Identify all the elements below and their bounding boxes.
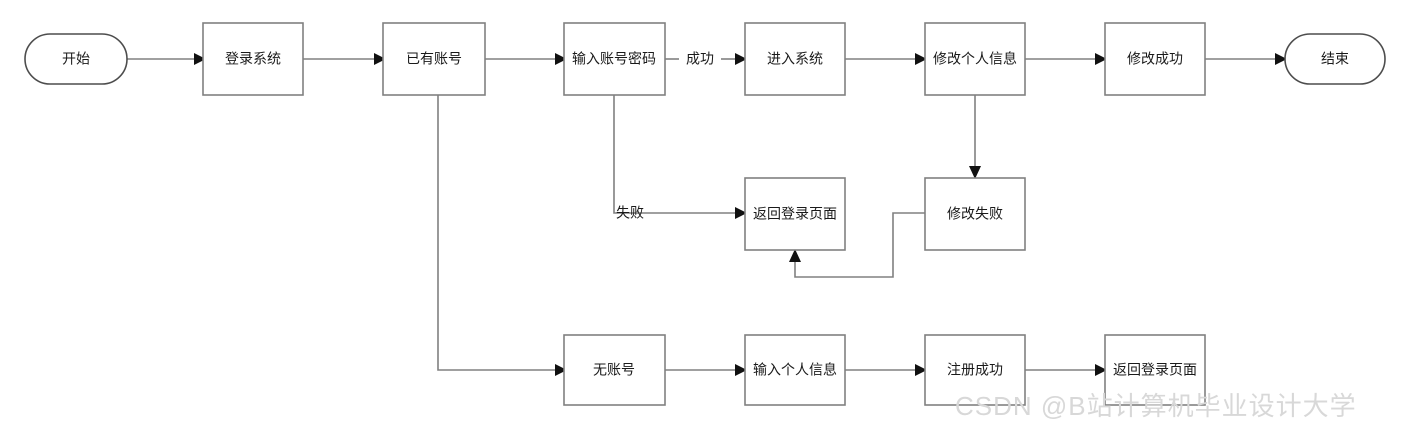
edge-has-account-to-input-password <box>485 53 567 65</box>
node-layer: 开始 登录系统 已有账号 输入账号密码 进入系统 <box>24 22 1386 406</box>
edge-label-layer: 成功 失败 <box>616 51 714 221</box>
node-register-success-label: 注册成功 <box>947 362 1003 378</box>
node-edit-info-label: 修改个人信息 <box>933 51 1017 67</box>
edge-input-password-to-enter-system <box>665 53 747 65</box>
edge-input-password-to-back-login <box>613 95 747 219</box>
node-end-label: 结束 <box>1321 51 1349 67</box>
node-edit-success[interactable]: 修改成功 <box>1104 22 1206 96</box>
node-back-login-page-2-label: 返回登录页面 <box>1113 362 1197 378</box>
node-has-account-label: 已有账号 <box>406 51 462 67</box>
node-back-login-page-2[interactable]: 返回登录页面 <box>1104 334 1206 406</box>
node-back-login-page-1-shape[interactable] <box>744 177 846 251</box>
node-edit-fail-label: 修改失败 <box>947 206 1003 222</box>
node-input-password[interactable]: 输入账号密码 <box>563 22 666 96</box>
edge-label-success: 成功 <box>686 51 714 67</box>
edge-label-failure: 失败 <box>616 205 644 221</box>
edge-edit-info-to-edit-success <box>1025 53 1107 65</box>
edge-has-account-to-no-account <box>437 95 567 376</box>
edge-no-account-to-input-info <box>665 364 747 376</box>
node-start-shape[interactable] <box>24 33 128 85</box>
node-edit-fail-shape[interactable] <box>924 177 1026 251</box>
node-no-account-label: 无账号 <box>593 362 635 378</box>
watermark-text: CSDN @B站计算机毕业设计大学 <box>955 391 1357 421</box>
node-end-shape[interactable] <box>1284 33 1386 85</box>
edge-layer <box>127 53 1287 376</box>
node-edit-info-shape[interactable] <box>924 22 1026 96</box>
node-edit-success-label: 修改成功 <box>1127 51 1183 67</box>
node-enter-system-label: 进入系统 <box>767 51 823 67</box>
edge-enter-system-to-edit-info <box>845 53 927 65</box>
node-input-password-shape[interactable] <box>563 22 666 96</box>
node-start-label: 开始 <box>62 51 90 67</box>
node-input-password-label: 输入账号密码 <box>572 51 656 67</box>
node-has-account-shape[interactable] <box>382 22 486 96</box>
edge-start-to-login-system <box>127 53 206 65</box>
node-enter-system-shape[interactable] <box>744 22 846 96</box>
node-no-account[interactable]: 无账号 <box>563 334 666 406</box>
node-input-personal-info-shape[interactable] <box>744 334 846 406</box>
edge-register-success-to-back-login <box>1025 364 1107 376</box>
node-input-personal-info[interactable]: 输入个人信息 <box>744 334 846 406</box>
node-login-system-shape[interactable] <box>202 22 304 96</box>
node-register-success-shape[interactable] <box>924 334 1026 406</box>
node-start[interactable]: 开始 <box>24 33 128 85</box>
node-back-login-page-1[interactable]: 返回登录页面 <box>744 177 846 251</box>
edge-edit-success-to-end <box>1205 53 1287 65</box>
node-edit-fail[interactable]: 修改失败 <box>924 177 1026 251</box>
node-back-login-page-2-shape[interactable] <box>1104 334 1206 406</box>
edge-input-info-to-register-success <box>845 364 927 376</box>
node-input-personal-info-label: 输入个人信息 <box>753 362 837 378</box>
edge-edit-fail-to-back-login <box>789 212 925 278</box>
node-has-account[interactable]: 已有账号 <box>382 22 486 96</box>
node-edit-success-shape[interactable] <box>1104 22 1206 96</box>
edge-login-system-to-has-account <box>303 53 386 65</box>
node-edit-info[interactable]: 修改个人信息 <box>924 22 1026 96</box>
node-login-system[interactable]: 登录系统 <box>202 22 304 96</box>
node-login-system-label: 登录系统 <box>225 51 281 67</box>
edge-edit-info-to-edit-fail <box>969 95 981 179</box>
node-end[interactable]: 结束 <box>1284 33 1386 85</box>
node-back-login-page-1-label: 返回登录页面 <box>753 206 837 222</box>
node-enter-system[interactable]: 进入系统 <box>744 22 846 96</box>
node-register-success[interactable]: 注册成功 <box>924 334 1026 406</box>
node-no-account-shape[interactable] <box>563 334 666 406</box>
